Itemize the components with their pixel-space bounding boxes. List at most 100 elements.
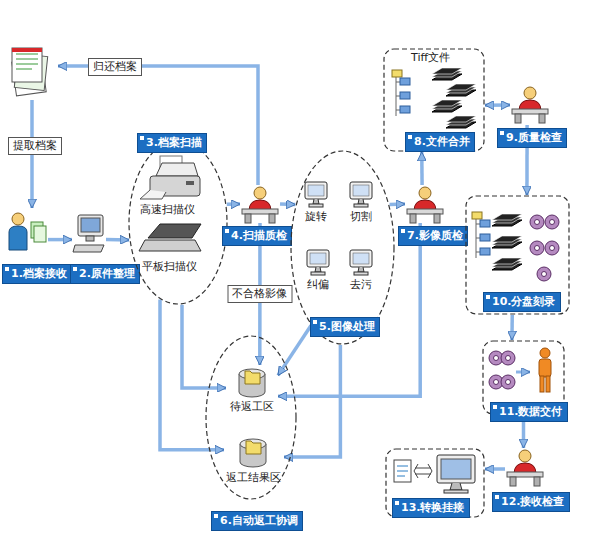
disc-icon: [537, 267, 551, 281]
receiver-icon: [34, 226, 46, 242]
item-label: Tiff文件: [411, 51, 450, 65]
flow-arrow: [278, 326, 311, 376]
process-group: 8.文件合并 Tiff文件: [383, 48, 485, 152]
step-node: 9.质量检查: [510, 85, 548, 125]
image-stack-icon: [492, 214, 522, 226]
inspector-icon: [507, 450, 543, 486]
step-label: 7.影像质检: [398, 226, 468, 246]
zone-node: 待返工区: [226, 365, 278, 417]
file-tree-icon: [472, 212, 490, 258]
dashed-ellipse: [206, 336, 296, 499]
process-group: 5.图像处理旋转切割纠偏去污: [290, 150, 395, 345]
item-label: 平板扫描仪: [142, 260, 197, 274]
item-label: 切割: [350, 210, 372, 224]
flatbed-scanner-icon: [139, 224, 201, 251]
disc-icon: [545, 215, 559, 229]
dashed-ellipse: [291, 151, 394, 344]
flow-arrow: [227, 202, 240, 206]
step-node: 7.影像质检: [405, 185, 443, 223]
archive-stack: [12, 48, 42, 52]
conversion-icon: [441, 459, 471, 479]
conversion-icon: [437, 455, 475, 483]
flow-arrow: [106, 238, 129, 242]
image-stack-icon: [492, 236, 522, 248]
zone-node: 返工结果区: [224, 435, 284, 490]
step-label: 12.接收检查: [492, 492, 570, 512]
flow-arrow: [510, 315, 514, 340]
hand-over-arrow: [516, 371, 530, 374]
process-group: 3.档案扫描高速扫描仪平板扫描仪: [128, 140, 228, 305]
inspector-icon: [242, 187, 278, 223]
item-label: 高速扫描仪: [140, 203, 195, 217]
image-stack-icon: [492, 258, 522, 270]
computer-icon: [73, 245, 104, 252]
monitor-icon: [307, 250, 329, 275]
disc-icon: [501, 375, 515, 389]
process-group: 13.转换挂接: [385, 448, 485, 518]
conversion-icon: [414, 464, 432, 478]
edge-label: 不合格影像: [227, 285, 292, 303]
step-label: 2.原件整理: [70, 264, 140, 284]
disc-icon: [530, 215, 544, 229]
step-label: 9.质量检查: [497, 128, 567, 148]
step-label: 8.文件合并: [405, 132, 475, 152]
storage-icon: [240, 439, 266, 467]
step-node: 4.扫描质检: [240, 185, 280, 223]
recipient-icon: [540, 348, 550, 358]
computer-icon: [78, 215, 103, 236]
flow-arrow: [420, 152, 424, 185]
archive-stack: [12, 48, 42, 82]
image-stack-icon: [432, 100, 462, 112]
conversion-icon: [397, 466, 408, 476]
flow-arrow: [182, 305, 226, 388]
conversion-icon: [394, 455, 475, 493]
flow-arrow: [160, 299, 224, 449]
flow-arrow: [48, 238, 72, 242]
archive-stack: [12, 48, 48, 96]
recipient-icon: [546, 376, 550, 392]
dashed-ellipse: [129, 141, 227, 304]
item-label: 返工结果区: [226, 471, 281, 485]
archive-stack: [16, 54, 38, 69]
return-arrow: [58, 66, 258, 185]
flow-arrow: [485, 467, 505, 471]
flow-arrow: [485, 103, 510, 107]
image-stack-icon: [446, 116, 476, 128]
step-label: 3.档案扫描: [137, 133, 207, 153]
file-tree-icon: [392, 70, 410, 116]
step-node: 2.原件整理: [72, 212, 106, 258]
conversion-icon: [394, 460, 411, 482]
computer-icon: [81, 218, 100, 232]
dashed-box: [466, 196, 569, 314]
flow-arrow: [280, 202, 295, 206]
step-label: 13.转换挂接: [392, 498, 470, 518]
disc-icon: [501, 351, 515, 365]
flow-note: 提取档案: [8, 137, 62, 155]
receiver-icon: [9, 226, 27, 250]
disc-icon: [545, 241, 559, 255]
image-stack-icon: [432, 68, 462, 80]
dashed-box: [386, 449, 484, 517]
dashed-box: [384, 49, 484, 151]
item-label: 旋转: [305, 210, 327, 224]
conversion-icon: [444, 490, 468, 493]
receiver-icon: [9, 213, 46, 250]
image-stack-icon: [446, 84, 476, 96]
flow-note: 归还档案: [88, 58, 142, 76]
flow-arrow: [390, 202, 405, 206]
high-speed-scanner-icon: [140, 190, 166, 199]
step-label: 5.图像处理: [310, 317, 380, 337]
conversion-icon: [450, 483, 462, 490]
receiver-icon: [12, 213, 24, 225]
step-label: 4.扫描质检: [222, 226, 292, 246]
high-speed-scanner-icon: [140, 156, 200, 199]
dashed-outline: [128, 140, 228, 305]
computer-icon: [73, 215, 104, 252]
item-label: 待返工区: [230, 400, 274, 414]
monitor-icon: [350, 250, 372, 275]
recipient-icon: [539, 359, 551, 377]
step-label: 1.档案接收: [2, 264, 72, 284]
process-group: 6.自动返工协调待返工区返工结果区: [205, 335, 297, 500]
